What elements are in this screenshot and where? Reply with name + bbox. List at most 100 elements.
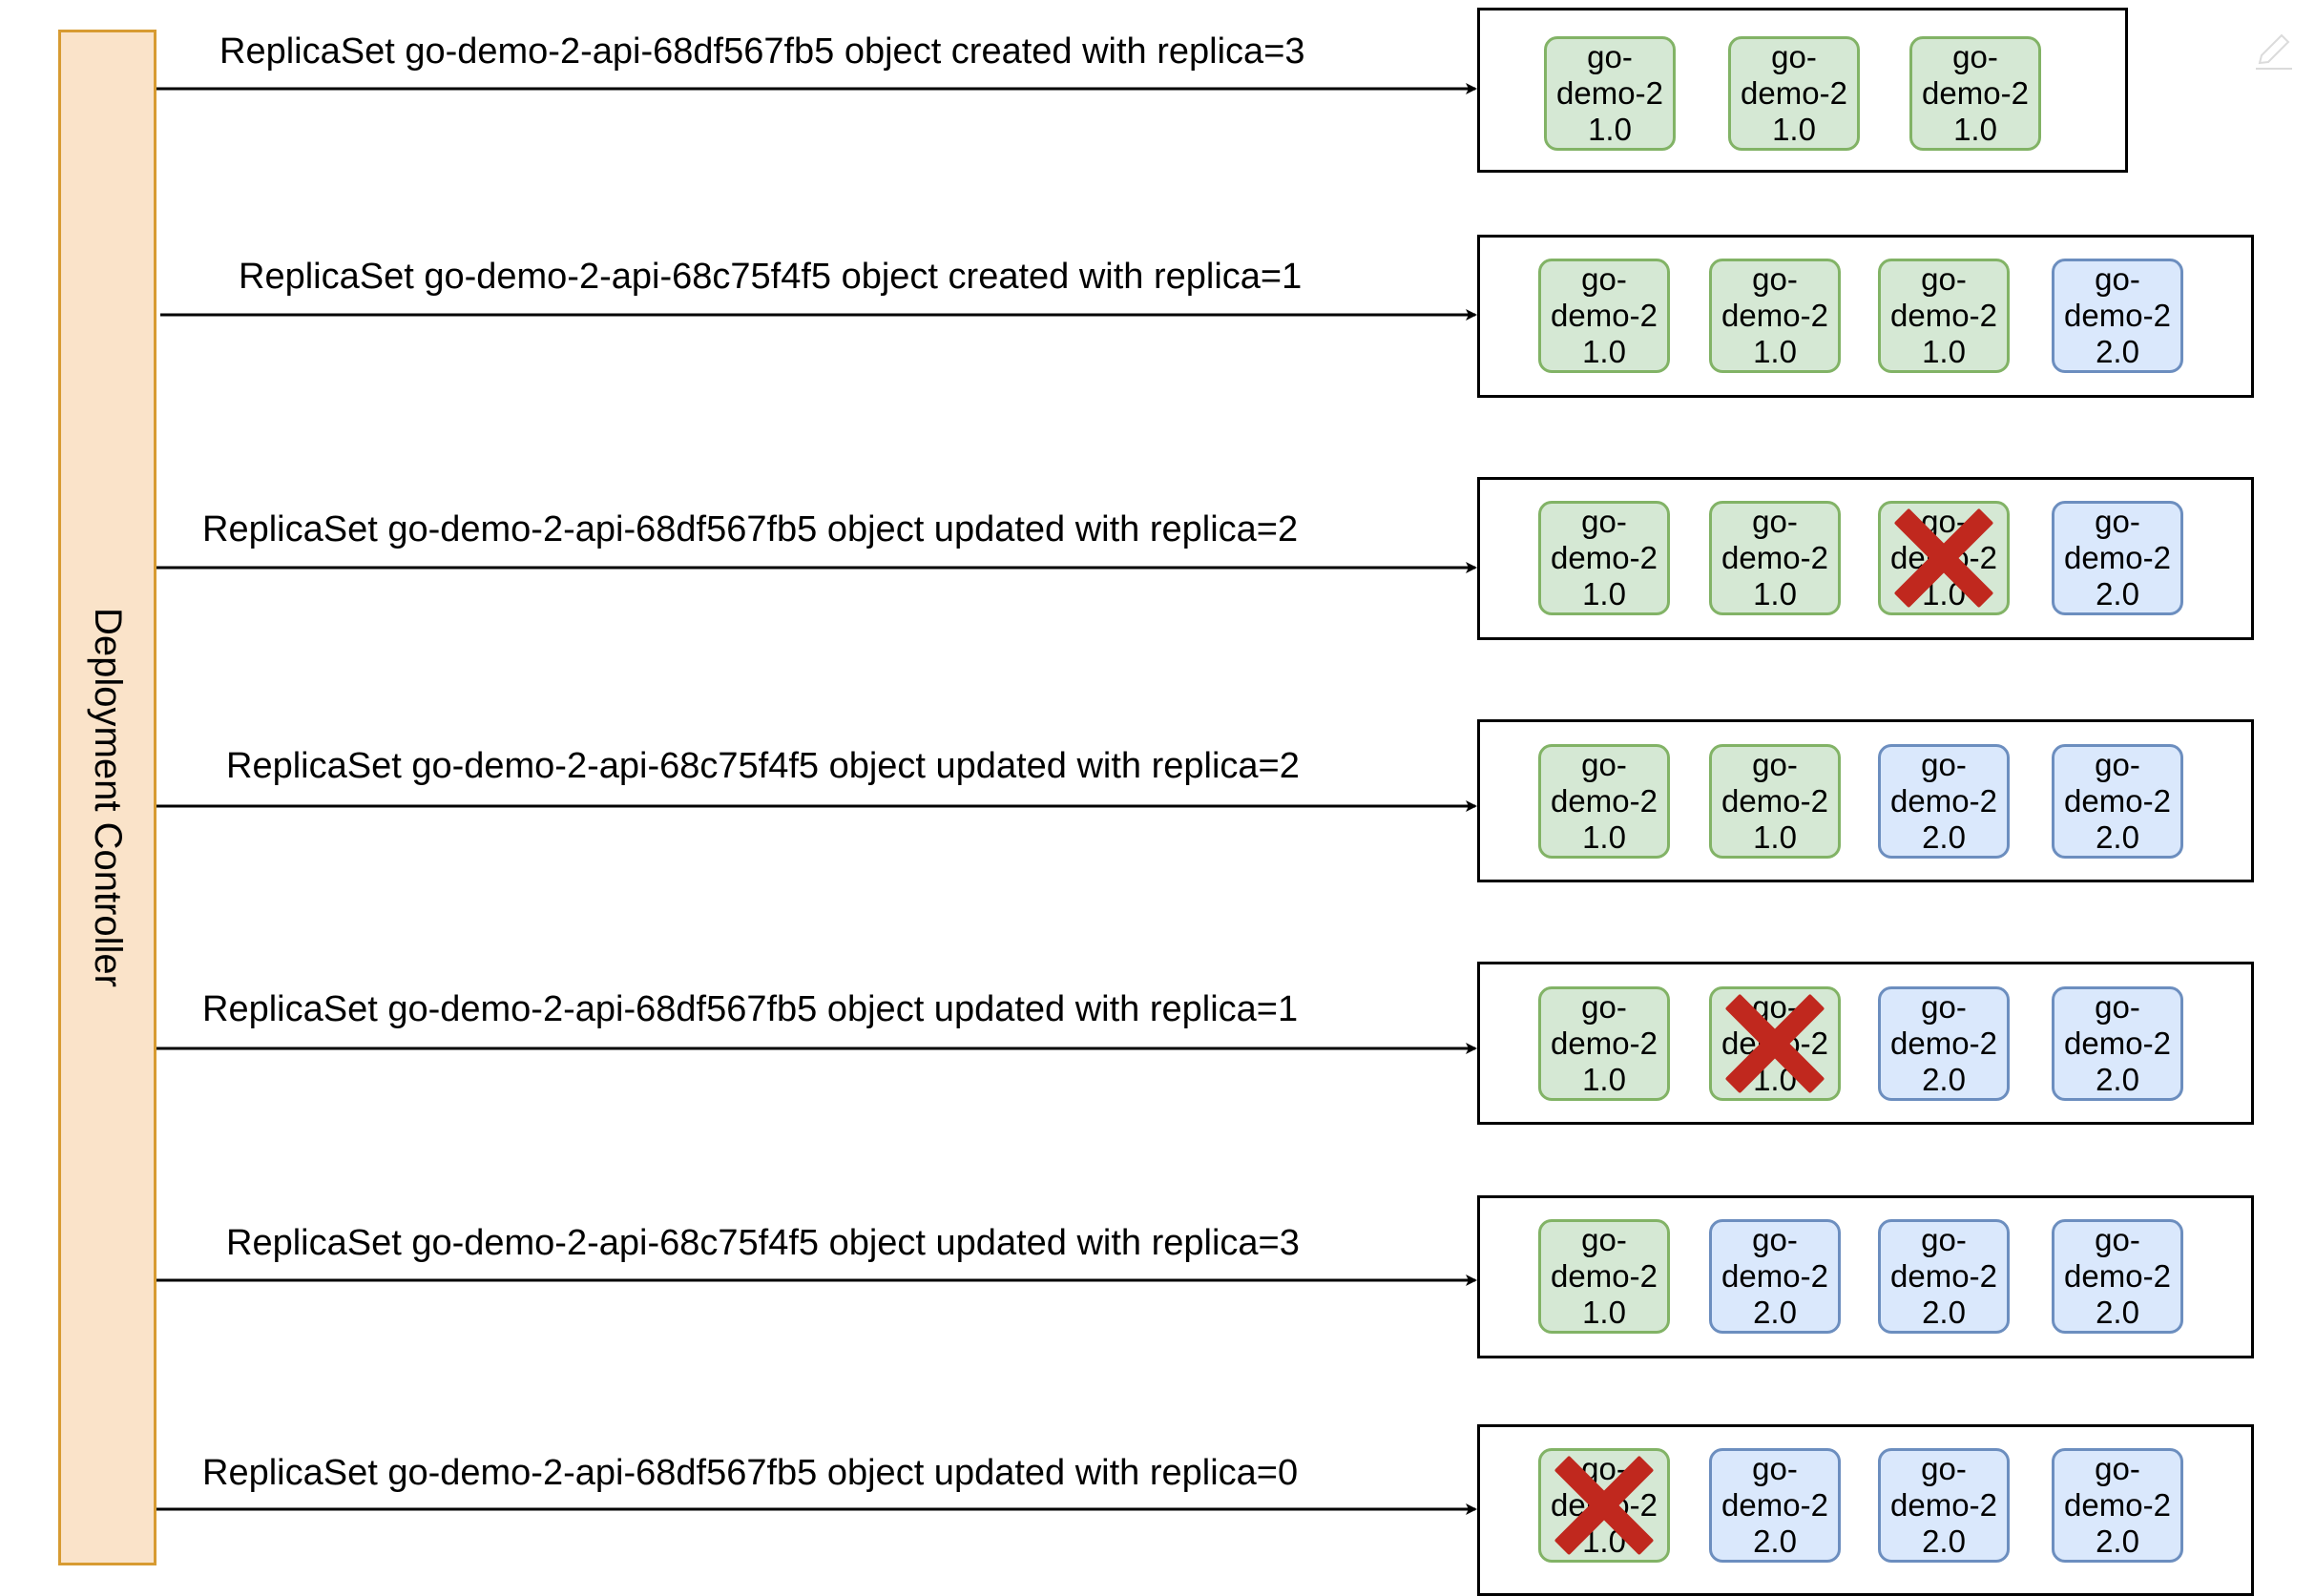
pod-name-line1: go- bbox=[1581, 1451, 1627, 1486]
pod-version: 2.0 bbox=[2096, 576, 2139, 611]
pod-version: 1.0 bbox=[1753, 1062, 1797, 1097]
pod-name-line2: demo-2 bbox=[1551, 1487, 1658, 1523]
pod-name-line2: demo-2 bbox=[1890, 1487, 1997, 1523]
rolling-update-diagram: Deployment Controller ReplicaSet go-demo… bbox=[0, 0, 2315, 1561]
pod-version: 1.0 bbox=[1582, 1062, 1626, 1097]
pod-name-line2: demo-2 bbox=[2064, 1026, 2171, 1061]
pod-name-line2: demo-2 bbox=[2064, 783, 2171, 819]
event-label: ReplicaSet go-demo-2-api-68df567fb5 obje… bbox=[202, 1453, 1299, 1493]
pod-name-line1: go- bbox=[1587, 39, 1633, 74]
event-label: ReplicaSet go-demo-2-api-68c75f4f5 objec… bbox=[239, 257, 1303, 297]
pod-name-line2: demo-2 bbox=[2064, 298, 2171, 333]
pod-name-line1: go- bbox=[1771, 39, 1817, 74]
pod-name-line1: go- bbox=[1921, 261, 1967, 297]
pod-version: 2.0 bbox=[2096, 1523, 2139, 1559]
pod-name-line1: go- bbox=[1752, 504, 1798, 539]
pod-name-line1: go- bbox=[1921, 989, 1967, 1025]
pod-name-line2: demo-2 bbox=[1890, 783, 1997, 819]
pod-name-line1: go- bbox=[1581, 989, 1627, 1025]
pod-version: 2.0 bbox=[1922, 1295, 1966, 1330]
pod-name-line2: demo-2 bbox=[1551, 1258, 1658, 1294]
pod-name-line1: go- bbox=[1752, 747, 1798, 782]
deployment-controller bbox=[58, 30, 156, 1565]
pod-name-line2: demo-2 bbox=[1890, 1026, 1997, 1061]
pod-name-line2: demo-2 bbox=[1551, 783, 1658, 819]
pod-version: 2.0 bbox=[2096, 334, 2139, 369]
pod-version: 1.0 bbox=[1953, 112, 1997, 147]
pod-name-line2: demo-2 bbox=[2064, 1258, 2171, 1294]
edit-icon[interactable] bbox=[2250, 27, 2298, 74]
event-label: ReplicaSet go-demo-2-api-68df567fb5 obje… bbox=[202, 509, 1299, 549]
pod-name-line2: demo-2 bbox=[1556, 75, 1663, 111]
pod-version: 1.0 bbox=[1588, 112, 1632, 147]
pod-name-line2: demo-2 bbox=[1721, 1026, 1828, 1061]
pod-name-line1: go- bbox=[1581, 1222, 1627, 1257]
pod-name-line2: demo-2 bbox=[1890, 298, 1997, 333]
pod-version: 2.0 bbox=[1922, 1523, 1966, 1559]
pod-version: 1.0 bbox=[1582, 334, 1626, 369]
pod-version: 1.0 bbox=[1753, 576, 1797, 611]
pod-version: 1.0 bbox=[1922, 334, 1966, 369]
pod-version: 2.0 bbox=[1922, 819, 1966, 855]
pod-name-line2: demo-2 bbox=[1551, 298, 1658, 333]
pod-name-line2: demo-2 bbox=[1890, 540, 1997, 575]
event-label: ReplicaSet go-demo-2-api-68c75f4f5 objec… bbox=[226, 1223, 1300, 1263]
event-arrows bbox=[153, 83, 1477, 1515]
pod-name-line2: demo-2 bbox=[1721, 783, 1828, 819]
pod-version: 1.0 bbox=[1582, 1295, 1626, 1330]
pod-version: 1.0 bbox=[1582, 819, 1626, 855]
pod-name-line1: go- bbox=[1921, 504, 1967, 539]
pod-name-line2: demo-2 bbox=[1551, 1026, 1658, 1061]
pod-name-line2: demo-2 bbox=[1721, 1487, 1828, 1523]
pod-name-line1: go- bbox=[2095, 1451, 2140, 1486]
deployment-controller-label: Deployment Controller bbox=[87, 608, 129, 987]
pod-version: 1.0 bbox=[1582, 576, 1626, 611]
pod-name-line2: demo-2 bbox=[1890, 1258, 1997, 1294]
pod-name-line2: demo-2 bbox=[1721, 540, 1828, 575]
event-label: ReplicaSet go-demo-2-api-68df567fb5 obje… bbox=[219, 31, 1305, 72]
pod-version: 2.0 bbox=[1753, 1295, 1797, 1330]
pod-name-line1: go- bbox=[1921, 747, 1967, 782]
pod-name-line2: demo-2 bbox=[1741, 75, 1847, 111]
pod-name-line2: demo-2 bbox=[1551, 540, 1658, 575]
event-label: ReplicaSet go-demo-2-api-68df567fb5 obje… bbox=[202, 989, 1299, 1029]
pod-name-line1: go- bbox=[1921, 1451, 1967, 1486]
pod-version: 1.0 bbox=[1753, 819, 1797, 855]
pod-version: 1.0 bbox=[1582, 1523, 1626, 1559]
pod-name-line1: go- bbox=[1752, 989, 1798, 1025]
pod-name-line2: demo-2 bbox=[2064, 1487, 2171, 1523]
pod-name-line1: go- bbox=[1921, 1222, 1967, 1257]
pod-name-line2: demo-2 bbox=[1721, 298, 1828, 333]
pod-name-line1: go- bbox=[1581, 504, 1627, 539]
pod-version: 2.0 bbox=[2096, 1295, 2139, 1330]
pod-name-line1: go- bbox=[1752, 1451, 1798, 1486]
pod-version: 1.0 bbox=[1772, 112, 1816, 147]
pod-name-line2: demo-2 bbox=[2064, 540, 2171, 575]
pod-name-line1: go- bbox=[1752, 261, 1798, 297]
pod-version: 1.0 bbox=[1753, 334, 1797, 369]
pod-version: 2.0 bbox=[2096, 819, 2139, 855]
pod-version: 2.0 bbox=[1922, 1062, 1966, 1097]
pod-name-line2: demo-2 bbox=[1721, 1258, 1828, 1294]
pod-name-line1: go- bbox=[1952, 39, 1998, 74]
